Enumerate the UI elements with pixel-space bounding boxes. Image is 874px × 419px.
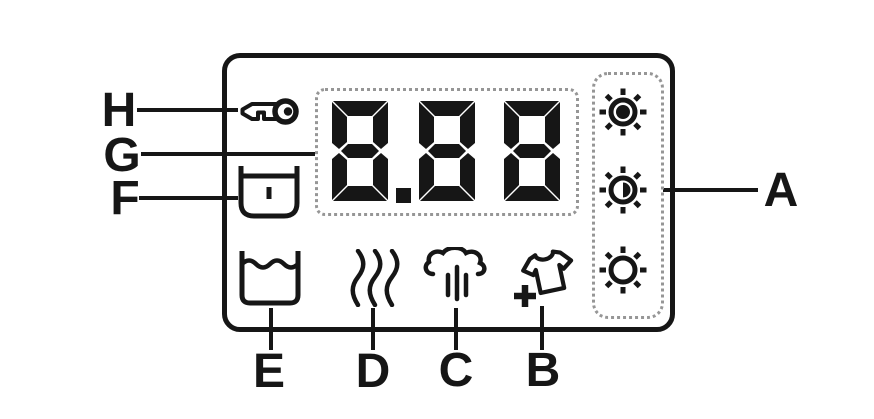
temperature-indicator-box: [592, 72, 664, 319]
callout-label-e: E: [252, 345, 286, 398]
shirt-plus-icon: [514, 249, 574, 307]
callout-line-e: [269, 308, 273, 350]
callout-line-d: [371, 308, 375, 350]
callout-label-b: B: [525, 344, 561, 397]
callout-line-a: [663, 188, 758, 192]
callout-line-g: [141, 152, 315, 156]
decimal-point: [396, 188, 411, 203]
heat-waves-icon: [350, 249, 400, 307]
callout-label-g: G: [103, 129, 141, 182]
temp-low-sun-empty-icon: [597, 244, 649, 296]
seven-segment-digit: [504, 101, 560, 201]
tub-with-bar-icon: [238, 166, 300, 219]
callout-label-a: A: [763, 164, 799, 217]
water-level-icon: [239, 251, 301, 306]
seven-segment-display: [315, 88, 579, 216]
temp-medium-sun-half-icon: [597, 164, 649, 216]
callout-line-f: [139, 196, 238, 200]
key-icon: [240, 98, 299, 125]
temp-high-sun-filled-icon: [597, 86, 649, 138]
seven-segment-digit: [419, 101, 475, 201]
callout-label-c: C: [438, 344, 474, 397]
steam-cloud-icon: [423, 247, 487, 302]
callout-line-c: [454, 308, 458, 350]
callout-label-d: D: [355, 345, 391, 398]
callout-label-h: H: [101, 84, 137, 137]
callout-line-h: [137, 108, 238, 112]
seven-segment-digit: [332, 101, 388, 201]
callout-label-f: F: [110, 172, 140, 225]
callout-line-b: [540, 306, 544, 350]
